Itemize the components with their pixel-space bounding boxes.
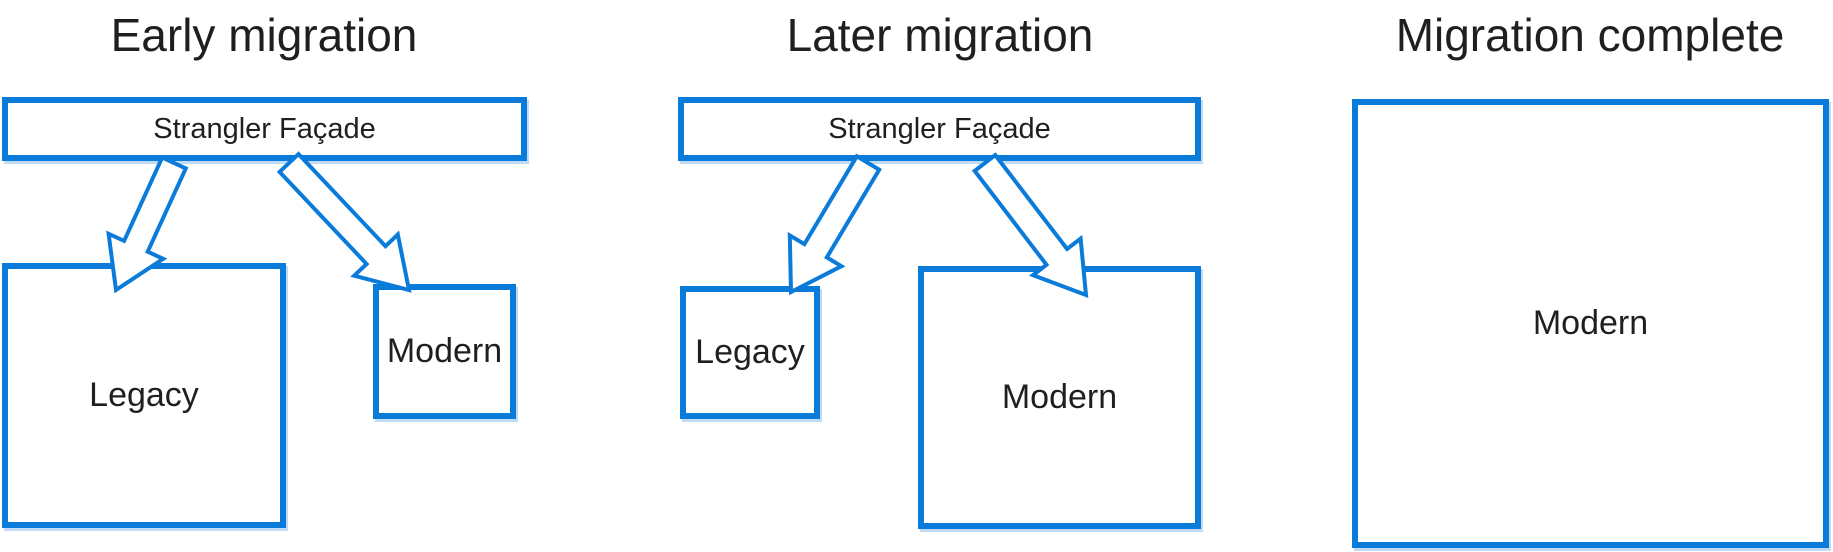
legacy-label: Legacy <box>89 376 199 414</box>
modern-box-complete: Modern <box>1352 99 1829 548</box>
modern-label: Modern <box>1532 304 1649 342</box>
strangler-facade-box-early: Strangler Façade <box>2 97 527 161</box>
panel-title-migration-complete: Migration complete <box>1395 9 1785 61</box>
modern-box-later: Modern <box>918 266 1201 529</box>
arrow-facade-to-modern-early <box>276 151 412 293</box>
panel-title-early-migration: Early migration <box>110 9 418 61</box>
legacy-label: Legacy <box>695 333 805 371</box>
strangler-facade-box-later: Strangler Façade <box>678 97 1201 161</box>
modern-label: Modern <box>1001 378 1118 416</box>
legacy-box-later: Legacy <box>680 286 820 419</box>
strangler-facade-label: Strangler Façade <box>828 112 1051 145</box>
modern-label: Modern <box>386 332 503 370</box>
panel-title-later-migration: Later migration <box>786 9 1094 61</box>
modern-box-early: Modern <box>373 284 516 419</box>
strangler-facade-label: Strangler Façade <box>153 112 376 145</box>
legacy-box-early: Legacy <box>2 263 286 528</box>
arrow-facade-to-legacy-later <box>787 153 882 296</box>
